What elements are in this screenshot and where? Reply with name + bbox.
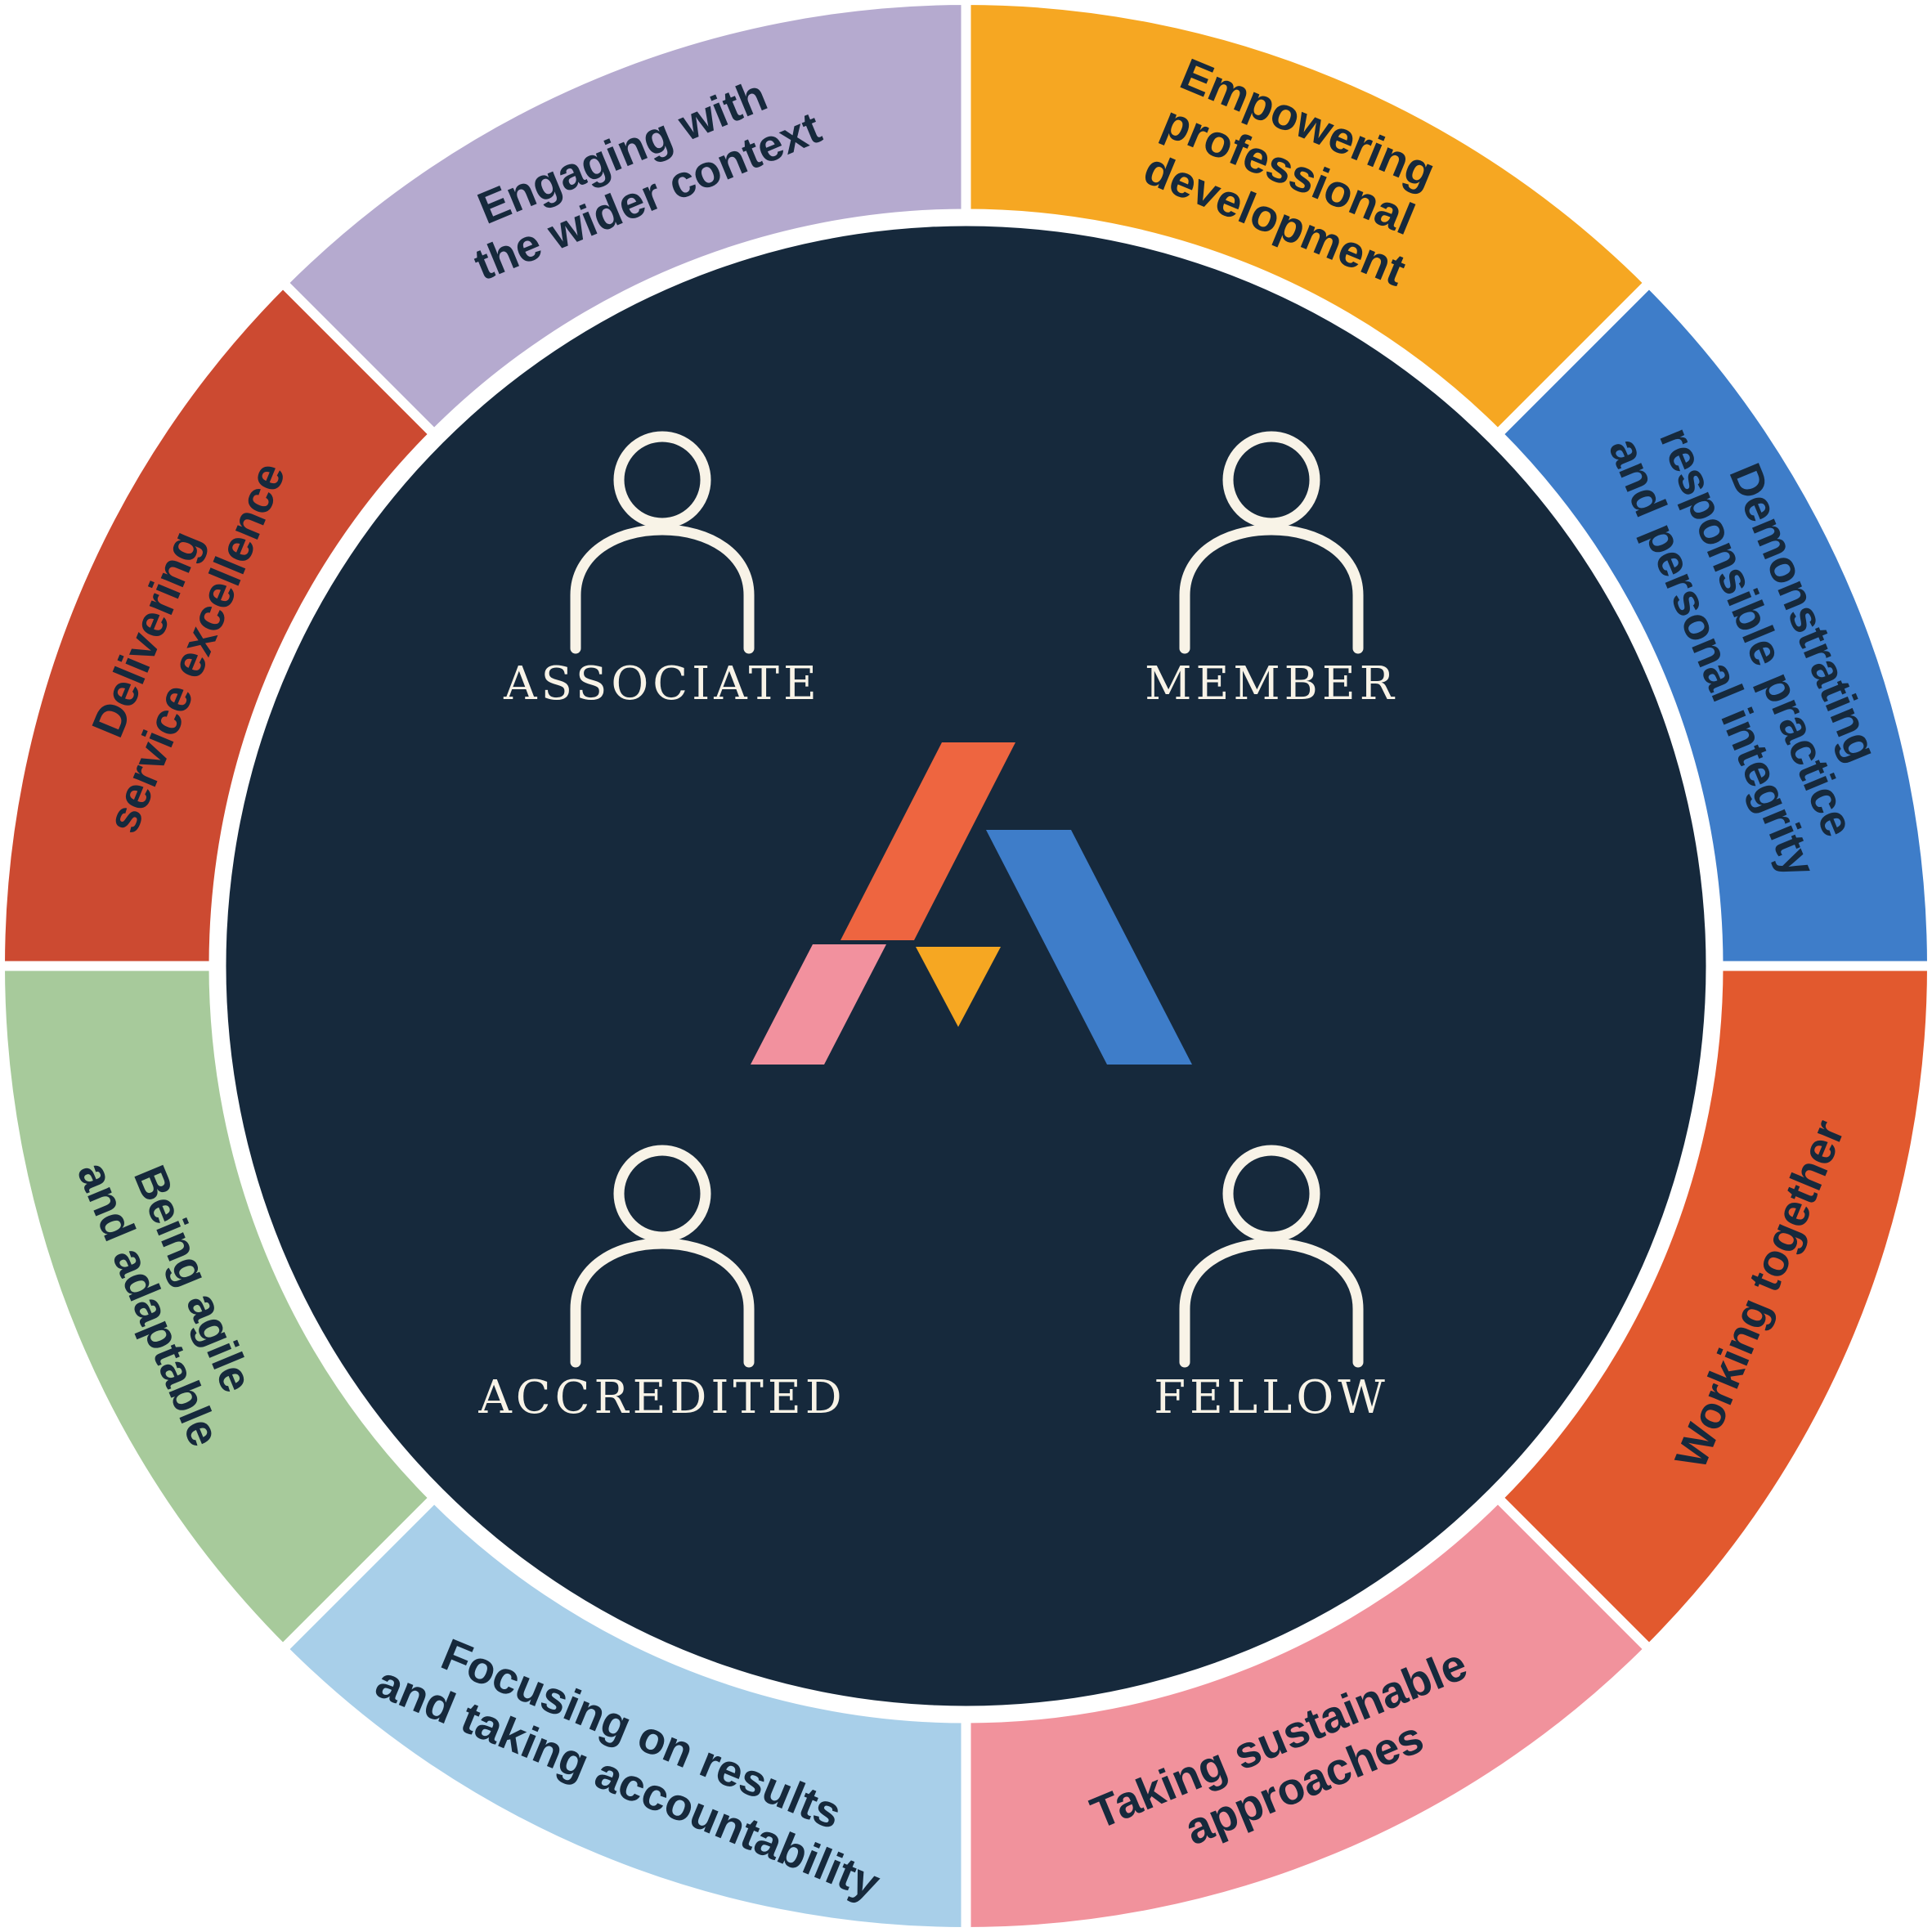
level-label-fellow: FELLOW <box>1154 1371 1389 1424</box>
level-fellow: FELLOW <box>1154 1145 1389 1424</box>
ring-segment-empowering-professional-development <box>961 0 1654 439</box>
person-icon <box>1179 1145 1364 1368</box>
level-label-member: MEMBER <box>1145 657 1398 710</box>
level-member: MEMBER <box>1145 431 1398 710</box>
ring-segment-delivering-service-excellence <box>0 278 439 971</box>
level-label-associate: ASSOCIATE <box>503 657 821 710</box>
logo-orange-bar <box>840 742 1015 940</box>
logo-blue-bar <box>986 830 1192 1065</box>
ring-segment-demonstrating-responsible-practice <box>1493 278 1932 971</box>
brand-logo <box>751 742 1192 1065</box>
logo-yellow-triangle <box>916 947 1001 1027</box>
person-icon <box>570 1145 755 1368</box>
logo-pink-bar <box>751 944 886 1065</box>
level-associate: ASSOCIATE <box>503 431 821 710</box>
level-label-accredited: ACCREDITED <box>477 1371 845 1424</box>
level-accredited: ACCREDITED <box>477 1145 845 1424</box>
person-icon <box>1179 431 1364 654</box>
ring-segment-being-agile <box>0 961 439 1654</box>
ring-segment-taking-sustainable-approaches <box>961 1493 1654 1932</box>
person-icon <box>570 431 755 654</box>
